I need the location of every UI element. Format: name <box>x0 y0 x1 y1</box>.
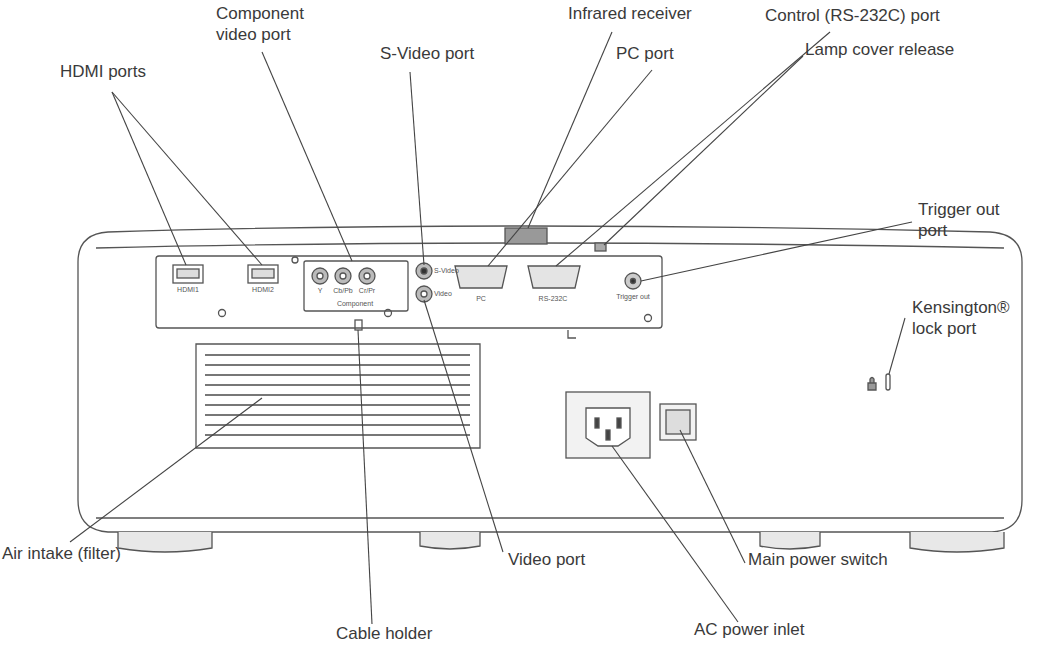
part-label: Kensington® lock port <box>912 298 1022 339</box>
panel-marking: Cb/Pb <box>328 287 358 294</box>
panel-marking: Video <box>434 290 464 297</box>
part-label: Infrared receiver <box>568 4 738 25</box>
part-label: Trigger out port <box>918 200 1018 241</box>
part-label: S-Video port <box>380 44 510 65</box>
panel-marking: PC <box>466 295 496 302</box>
panel-marking: Component <box>325 300 385 307</box>
part-label: AC power inlet <box>694 620 844 641</box>
panel-marking: Trigger out <box>610 293 656 300</box>
panel-marking: RS-232C <box>533 295 573 302</box>
panel-marking: S-Video <box>434 267 464 274</box>
part-label: Video port <box>508 550 608 571</box>
part-label: HDMI ports <box>60 62 180 83</box>
part-label: Lamp cover release <box>805 40 1005 61</box>
part-label: Cable holder <box>336 624 456 645</box>
part-label: Control (RS-232C) port <box>765 6 995 27</box>
part-label: Air intake (filter) <box>2 544 172 565</box>
panel-marking: Y <box>305 287 335 294</box>
part-label: Main power switch <box>748 550 928 571</box>
panel-marking: HDMI2 <box>243 286 283 293</box>
part-label: Component video port <box>216 4 328 45</box>
part-label: PC port <box>616 44 716 65</box>
panel-marking: Cr/Pr <box>352 287 382 294</box>
panel-marking: HDMI1 <box>168 286 208 293</box>
